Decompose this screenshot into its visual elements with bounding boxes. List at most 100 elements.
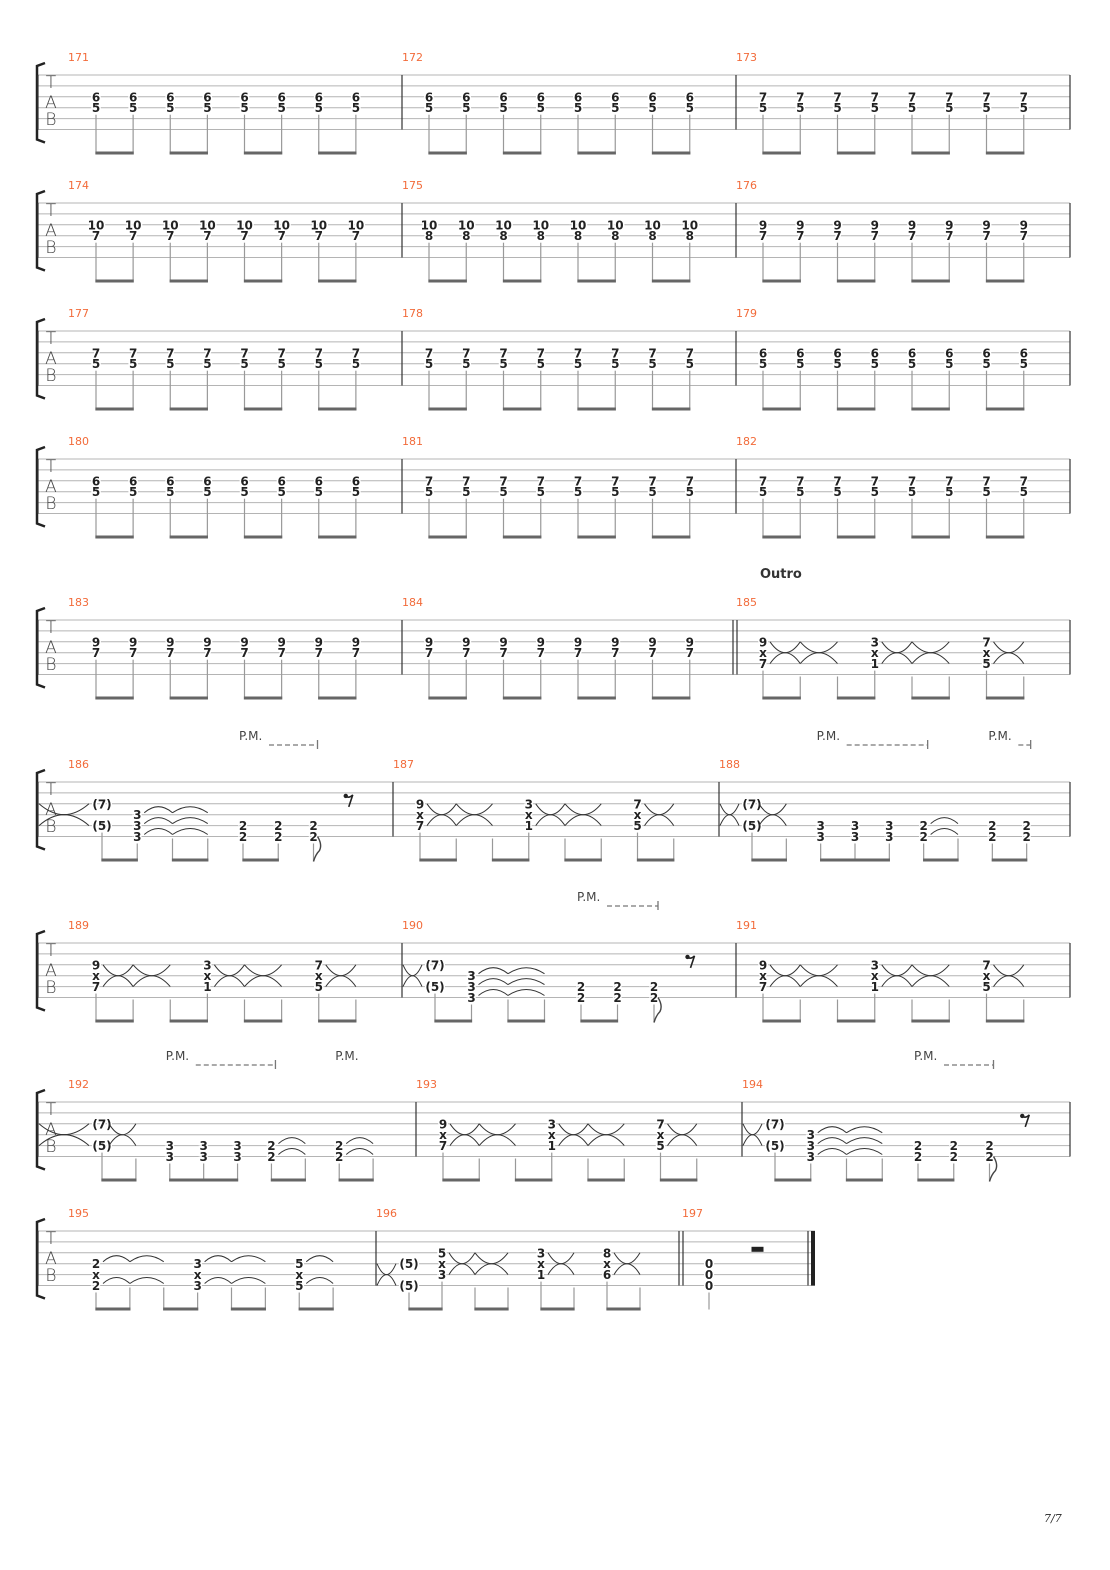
fret-number: 9 <box>439 1117 447 1131</box>
fret-number: 7 <box>686 474 694 488</box>
fret-number: 2 <box>239 830 247 844</box>
dead-note: x <box>759 646 767 660</box>
fret-number: 7 <box>945 229 953 243</box>
note-beam <box>514 1178 553 1182</box>
fret-number: 7 <box>537 646 545 660</box>
tie-arc <box>742 1134 763 1146</box>
fret-number: 6 <box>1020 346 1028 360</box>
note-beam <box>502 407 542 411</box>
fret-number: 7 <box>648 646 656 660</box>
tie-arc <box>426 814 457 826</box>
note-beam <box>434 1019 473 1023</box>
tie-arc <box>799 641 838 654</box>
fret-number: 7 <box>416 819 424 833</box>
note-beam <box>991 858 1028 862</box>
dead-note: x <box>657 1128 665 1142</box>
fret-number: 3 <box>438 1268 446 1282</box>
fret-number: 2 <box>274 830 282 844</box>
fret-number: 5 <box>166 101 174 115</box>
note-beam <box>428 151 467 155</box>
fret-number: (7) <box>92 797 111 811</box>
fret-number: 3 <box>885 819 893 833</box>
note-beam <box>577 407 616 411</box>
fret-number: 6 <box>166 90 174 104</box>
tie-arc <box>38 1134 90 1146</box>
fret-number: 2 <box>267 1139 275 1153</box>
fret-number: 5 <box>982 980 990 994</box>
fret-number: 7 <box>352 346 360 360</box>
fret-number: 7 <box>92 346 100 360</box>
tab-clef-letter: B <box>45 494 56 514</box>
tie-arc <box>143 817 173 824</box>
fret-number: 1 <box>548 1139 556 1153</box>
note-beam <box>606 1307 641 1311</box>
fret-number: 7 <box>648 346 656 360</box>
fret-number: 9 <box>648 635 656 649</box>
note-beam <box>985 535 1025 539</box>
fret-number: 7 <box>499 474 507 488</box>
note-beam <box>169 279 208 283</box>
fret-number: 8 <box>603 1246 611 1260</box>
note-beam <box>243 407 283 411</box>
fret-number: 7 <box>759 474 767 488</box>
note-beam <box>243 535 283 539</box>
fret-number: 7 <box>166 229 174 243</box>
fret-number: 0 <box>705 1279 713 1293</box>
fret-number: 10 <box>348 218 365 232</box>
tie-arc <box>278 1148 306 1155</box>
note-beam <box>408 1307 443 1311</box>
tab-clef-letter: A <box>45 1249 57 1269</box>
note-beam <box>836 279 876 283</box>
note-beam <box>169 1178 239 1182</box>
tie-arc <box>613 1252 641 1265</box>
tie-arc <box>799 964 838 977</box>
tie-arc <box>535 803 566 816</box>
fret-number: 8 <box>611 229 619 243</box>
dead-note: x <box>871 646 879 660</box>
fret-number: 5 <box>129 357 137 371</box>
tab-system: TAB192(7)(5)3333332222P.M.P.M.1939x73x17… <box>35 1049 1071 1182</box>
tie-arc <box>129 1277 165 1284</box>
fret-number: 6 <box>871 346 879 360</box>
fret-number: 9 <box>203 635 211 649</box>
fret-number: (5) <box>92 819 111 833</box>
tie-arc <box>817 1148 847 1155</box>
tie-arc <box>402 975 423 987</box>
measure-number: 173 <box>736 51 757 64</box>
fret-number: 3 <box>807 1150 815 1164</box>
tie-arc <box>102 1277 131 1284</box>
fret-number: 5 <box>315 485 323 499</box>
fret-number: 5 <box>833 485 841 499</box>
fret-number: 5 <box>982 357 990 371</box>
fret-number: 7 <box>129 346 137 360</box>
fret-number: 2 <box>985 1150 993 1164</box>
fret-number: (7) <box>92 1117 111 1131</box>
fret-number: 9 <box>945 218 953 232</box>
fret-number: 1 <box>537 1268 545 1282</box>
fret-number: 7 <box>686 646 694 660</box>
fret-number: 6 <box>982 346 990 360</box>
note-beam <box>169 407 208 411</box>
fret-number: 7 <box>166 346 174 360</box>
tie-arc <box>478 978 509 985</box>
fret-number: 7 <box>203 646 211 660</box>
fret-number: 7 <box>796 474 804 488</box>
measure-number: 174 <box>68 179 89 192</box>
note-beam <box>95 407 134 411</box>
fret-number: 2 <box>577 991 585 1005</box>
tie-arc <box>376 1274 397 1286</box>
fret-number: 0 <box>705 1268 713 1282</box>
tie-arc <box>102 964 134 977</box>
note-beam <box>836 151 876 155</box>
dead-note: x <box>416 808 424 822</box>
fret-number: 9 <box>908 218 916 232</box>
dead-note: x <box>983 969 991 983</box>
note-beam <box>577 279 616 283</box>
system-bracket <box>35 929 46 1012</box>
note-beam <box>651 696 691 700</box>
fret-number: 5 <box>982 101 990 115</box>
